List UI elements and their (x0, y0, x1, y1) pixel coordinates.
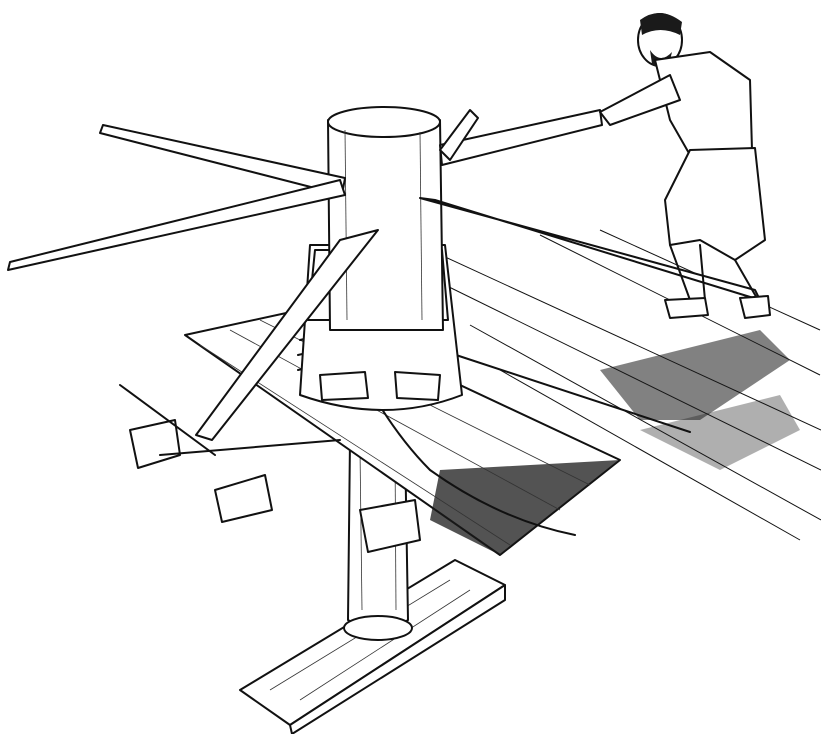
deck-platform (184, 309, 621, 556)
capstan-barrel (327, 106, 444, 331)
base-beam (239, 559, 506, 734)
sailor-figure (599, 12, 771, 319)
cross-beams (119, 384, 421, 553)
